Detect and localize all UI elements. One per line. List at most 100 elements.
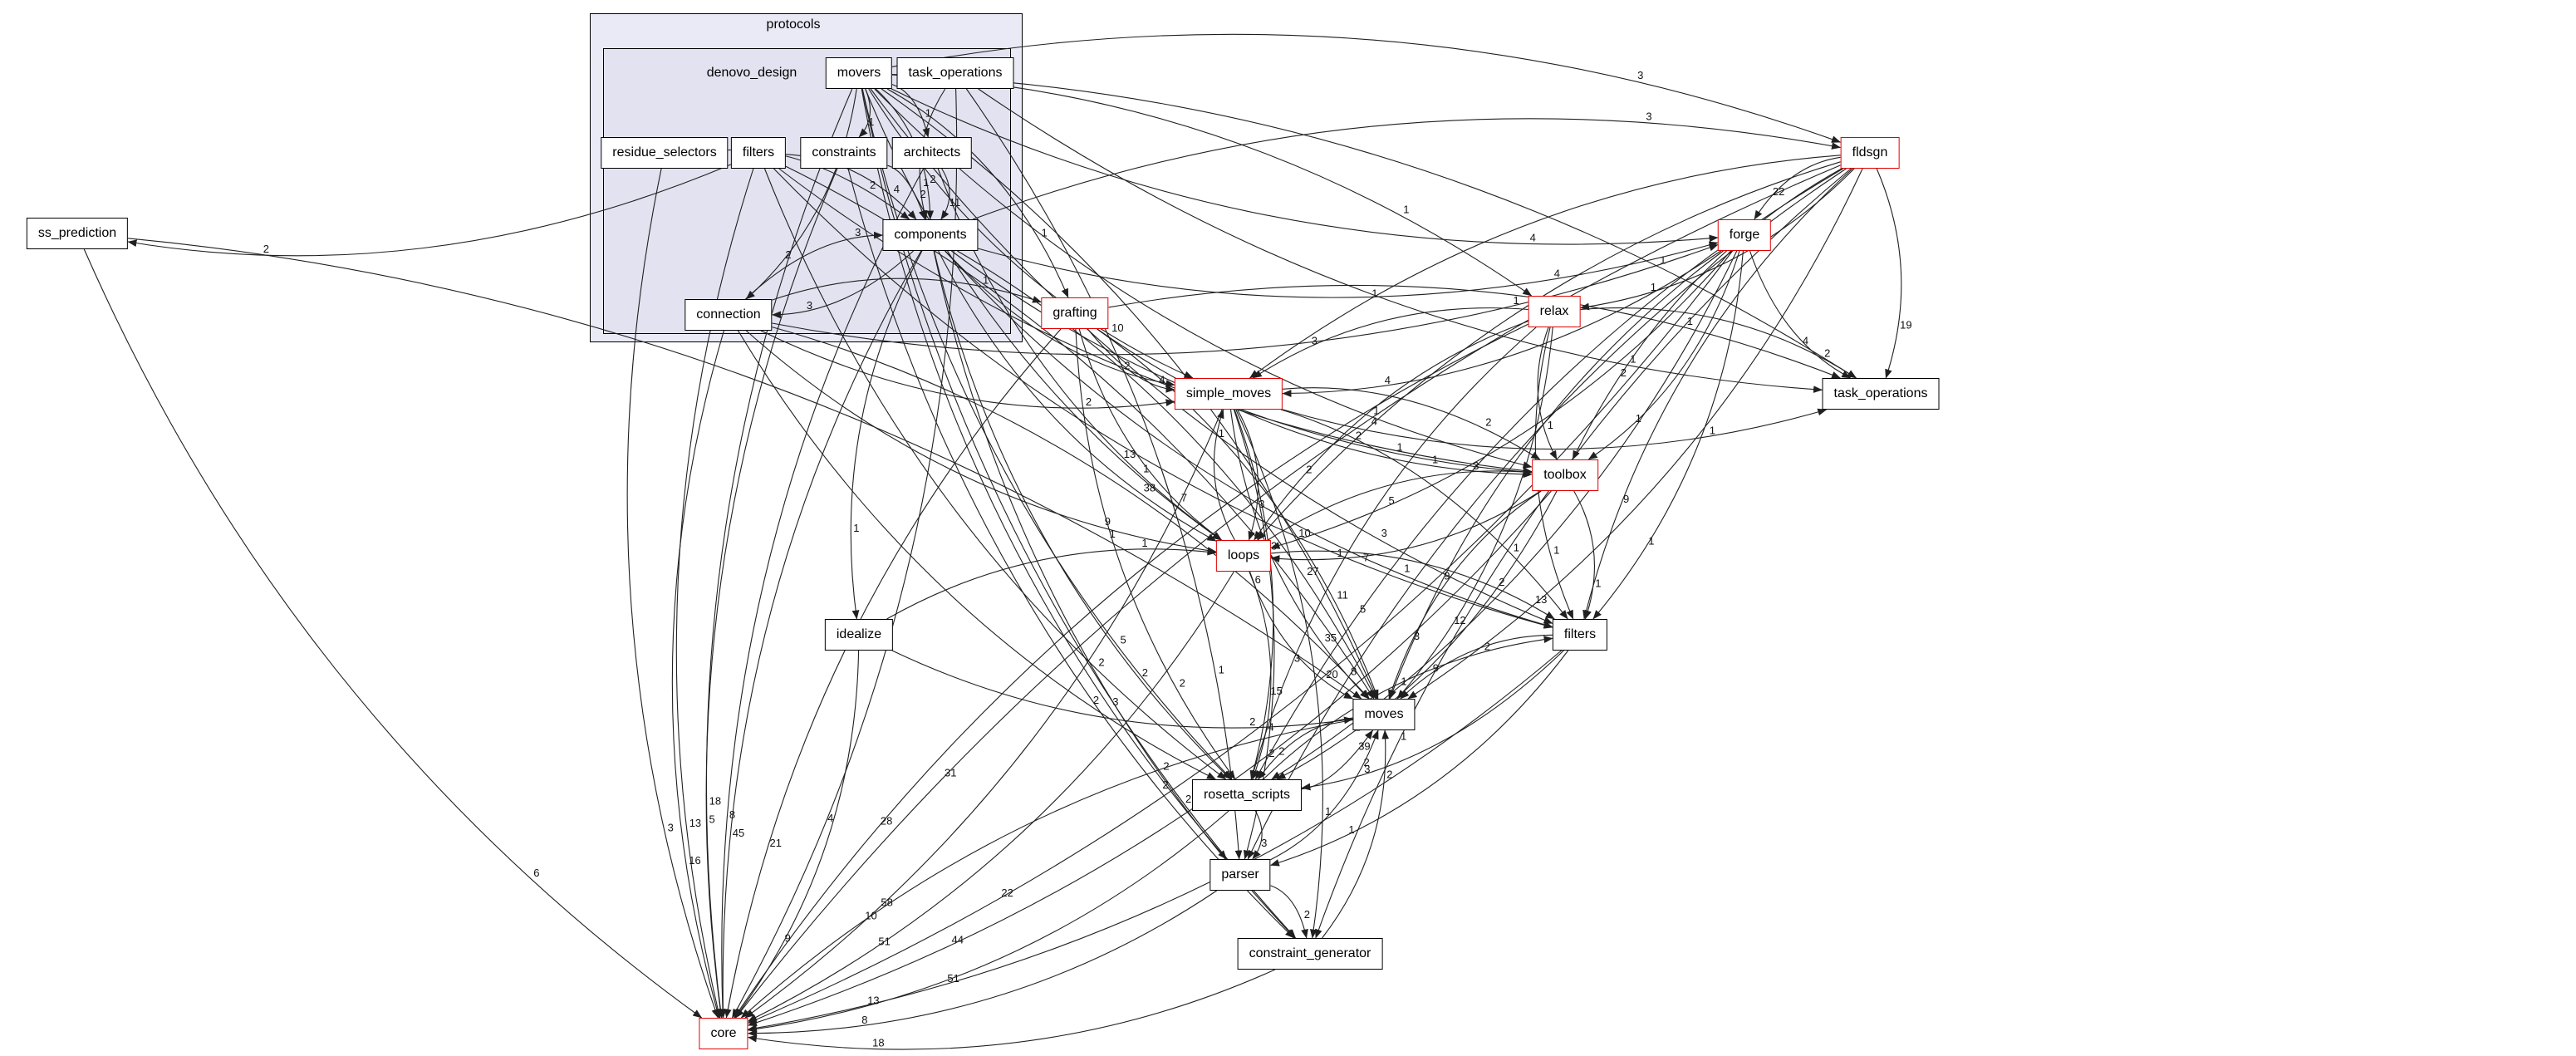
edge-count-label: 19 xyxy=(1900,319,1911,332)
node-parser[interactable]: parser xyxy=(1209,859,1271,891)
edge-relax-to-toolbox xyxy=(1537,327,1558,460)
edge-count-label: 2 xyxy=(1278,745,1284,758)
edge-grafting-to-loops xyxy=(1078,328,1223,541)
edge-count-label: 1 xyxy=(1141,537,1147,549)
node-core[interactable]: core xyxy=(699,1018,748,1049)
node-movers[interactable]: movers xyxy=(825,57,893,89)
edge-fldsgn-to-simple-moves xyxy=(1249,155,1841,379)
cluster-denovo-design xyxy=(603,48,1011,334)
edge-count-label: 4 xyxy=(1554,268,1560,280)
edge-count-label: 2 xyxy=(1824,347,1830,360)
edge-simple-moves-to-loops xyxy=(1237,409,1259,541)
node-filters-dd[interactable]: filters xyxy=(730,137,787,169)
edge-relax-to-task-operations-ext xyxy=(1580,307,1857,379)
edge-connection-to-loops xyxy=(745,330,1217,554)
node-relax[interactable]: relax xyxy=(1528,296,1581,327)
node-loops[interactable]: loops xyxy=(1215,540,1272,572)
edge-connection-to-rosetta-scripts xyxy=(738,330,1216,780)
edge-loops-to-simple-moves xyxy=(1213,409,1235,541)
edge-count-label: 4 xyxy=(1385,374,1391,386)
edge-count-label: 2 xyxy=(1180,677,1185,690)
edge-count-label: 1 xyxy=(1687,315,1693,327)
node-fldsgn[interactable]: fldsgn xyxy=(1840,137,1900,169)
cluster-denovo-design-label[interactable]: denovo_design xyxy=(706,66,797,80)
node-constraint-generator[interactable]: constraint_generator xyxy=(1237,938,1383,970)
node-task-operations-dd[interactable]: task_operations xyxy=(896,57,1014,89)
edge-count-label: 3 xyxy=(1637,69,1643,81)
edge-forge-to-simple-moves xyxy=(1282,250,1722,397)
edge-count-label: 3 xyxy=(1381,527,1387,539)
edge-count-label: 2 xyxy=(1386,769,1392,781)
edge-loops-to-filters-ext xyxy=(1270,550,1555,620)
edge-count-label: 4 xyxy=(827,812,833,824)
edge-movers-to-fldsgn xyxy=(891,33,1842,143)
edge-count-label: 1 xyxy=(1325,805,1331,818)
node-constraints[interactable]: constraints xyxy=(800,137,888,169)
edge-count-label: 51 xyxy=(878,935,890,947)
edge-idealize-to-moves xyxy=(891,650,1354,729)
node-architects[interactable]: architects xyxy=(891,137,973,169)
node-idealize[interactable]: idealize xyxy=(824,619,894,651)
node-filters-ext[interactable]: filters xyxy=(1552,619,1608,651)
edge-count-label: 1 xyxy=(1403,203,1409,215)
edge-count-label: 2 xyxy=(1163,760,1169,773)
edge-rosetta-scripts-to-parser xyxy=(1252,810,1263,860)
edge-fldsgn-to-forge xyxy=(1754,156,1841,220)
edge-components-to-fldsgn xyxy=(972,118,1842,220)
edge-count-label: 4 xyxy=(1530,231,1536,243)
edge-filters-ext-to-rosetta-scripts xyxy=(1301,650,1564,791)
edge-simple-moves-to-rosetta-scripts xyxy=(1234,409,1274,780)
edge-count-label: 1 xyxy=(853,522,859,534)
edge-count-label: 27 xyxy=(1307,565,1318,577)
node-forge[interactable]: forge xyxy=(1717,219,1772,251)
edge-count-label: 35 xyxy=(1325,631,1337,644)
edge-count-label: 3 xyxy=(1646,111,1651,123)
edge-count-label: 1 xyxy=(1595,577,1601,590)
cluster-protocols-label[interactable]: protocols xyxy=(766,17,821,32)
edge-count-label: 1 xyxy=(1337,547,1343,559)
node-grafting[interactable]: grafting xyxy=(1041,297,1109,329)
edge-count-label: 3 xyxy=(1414,630,1420,642)
edge-forge-to-toolbox xyxy=(1587,250,1740,460)
edge-count-label: 1 xyxy=(1432,453,1438,465)
edge-count-label: 2 xyxy=(1185,793,1191,805)
edge-count-label: 16 xyxy=(689,854,700,867)
edge-count-label: 44 xyxy=(952,934,964,946)
edge-count-label: 2 xyxy=(1098,656,1104,669)
node-connection[interactable]: connection xyxy=(684,299,773,331)
edge-loops-to-moves xyxy=(1249,571,1353,700)
edge-count-label: 21 xyxy=(770,837,782,849)
edge-count-label: 1 xyxy=(1348,823,1354,836)
edge-count-label: 8 xyxy=(729,808,735,821)
edge-count-label: 10 xyxy=(1298,527,1310,539)
edge-count-label: 13 xyxy=(1124,448,1136,460)
node-toolbox[interactable]: toolbox xyxy=(1532,459,1598,491)
edge-count-label: 18 xyxy=(709,794,721,807)
edge-simple-moves-to-task-operations-ext xyxy=(1282,408,1828,450)
edge-loops-to-core xyxy=(748,571,1234,1022)
node-task-operations-ext[interactable]: task_operations xyxy=(1822,378,1940,410)
edge-count-label: 28 xyxy=(881,815,892,828)
node-moves[interactable]: moves xyxy=(1352,699,1416,730)
node-simple-moves[interactable]: simple_moves xyxy=(1174,378,1283,410)
edge-forge-to-rosetta-scripts xyxy=(1271,250,1738,780)
node-ss-prediction[interactable]: ss_prediction xyxy=(26,218,129,249)
edge-rosetta-scripts-to-core xyxy=(747,810,1229,1033)
edge-count-label: 1 xyxy=(1553,544,1559,557)
edge-count-label: 31 xyxy=(945,767,956,779)
node-rosetta-scripts[interactable]: rosetta_scripts xyxy=(1191,779,1303,811)
edge-count-label: 4 xyxy=(1371,415,1377,427)
edge-moves-to-rosetta-scripts xyxy=(1258,717,1353,780)
edge-components-to-toolbox xyxy=(951,250,1533,476)
edge-count-label: 45 xyxy=(733,827,744,839)
edge-count-label: 11 xyxy=(1337,589,1348,602)
node-residue-selectors[interactable]: residue_selectors xyxy=(601,137,729,169)
edge-count-label: 13 xyxy=(689,817,701,829)
edge-count-label: 2 xyxy=(1142,666,1148,679)
node-components[interactable]: components xyxy=(882,219,979,251)
edge-toolbox-to-filters-ext xyxy=(1573,490,1595,620)
edge-toolbox-to-loops xyxy=(1270,490,1541,562)
edge-parser-to-core xyxy=(747,890,1218,1038)
edge-count-label: 18 xyxy=(872,1036,884,1049)
